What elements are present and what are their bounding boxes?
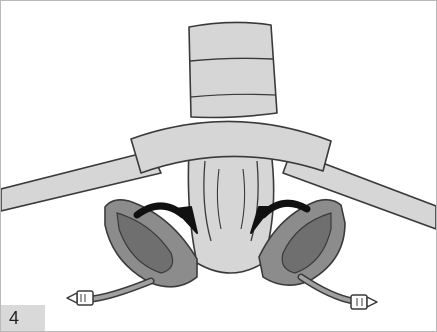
right-buckle-icon (351, 295, 377, 309)
back-pad-panel (189, 22, 277, 117)
step-number-badge: 4 (1, 305, 45, 331)
left-buckle-icon (67, 291, 93, 305)
